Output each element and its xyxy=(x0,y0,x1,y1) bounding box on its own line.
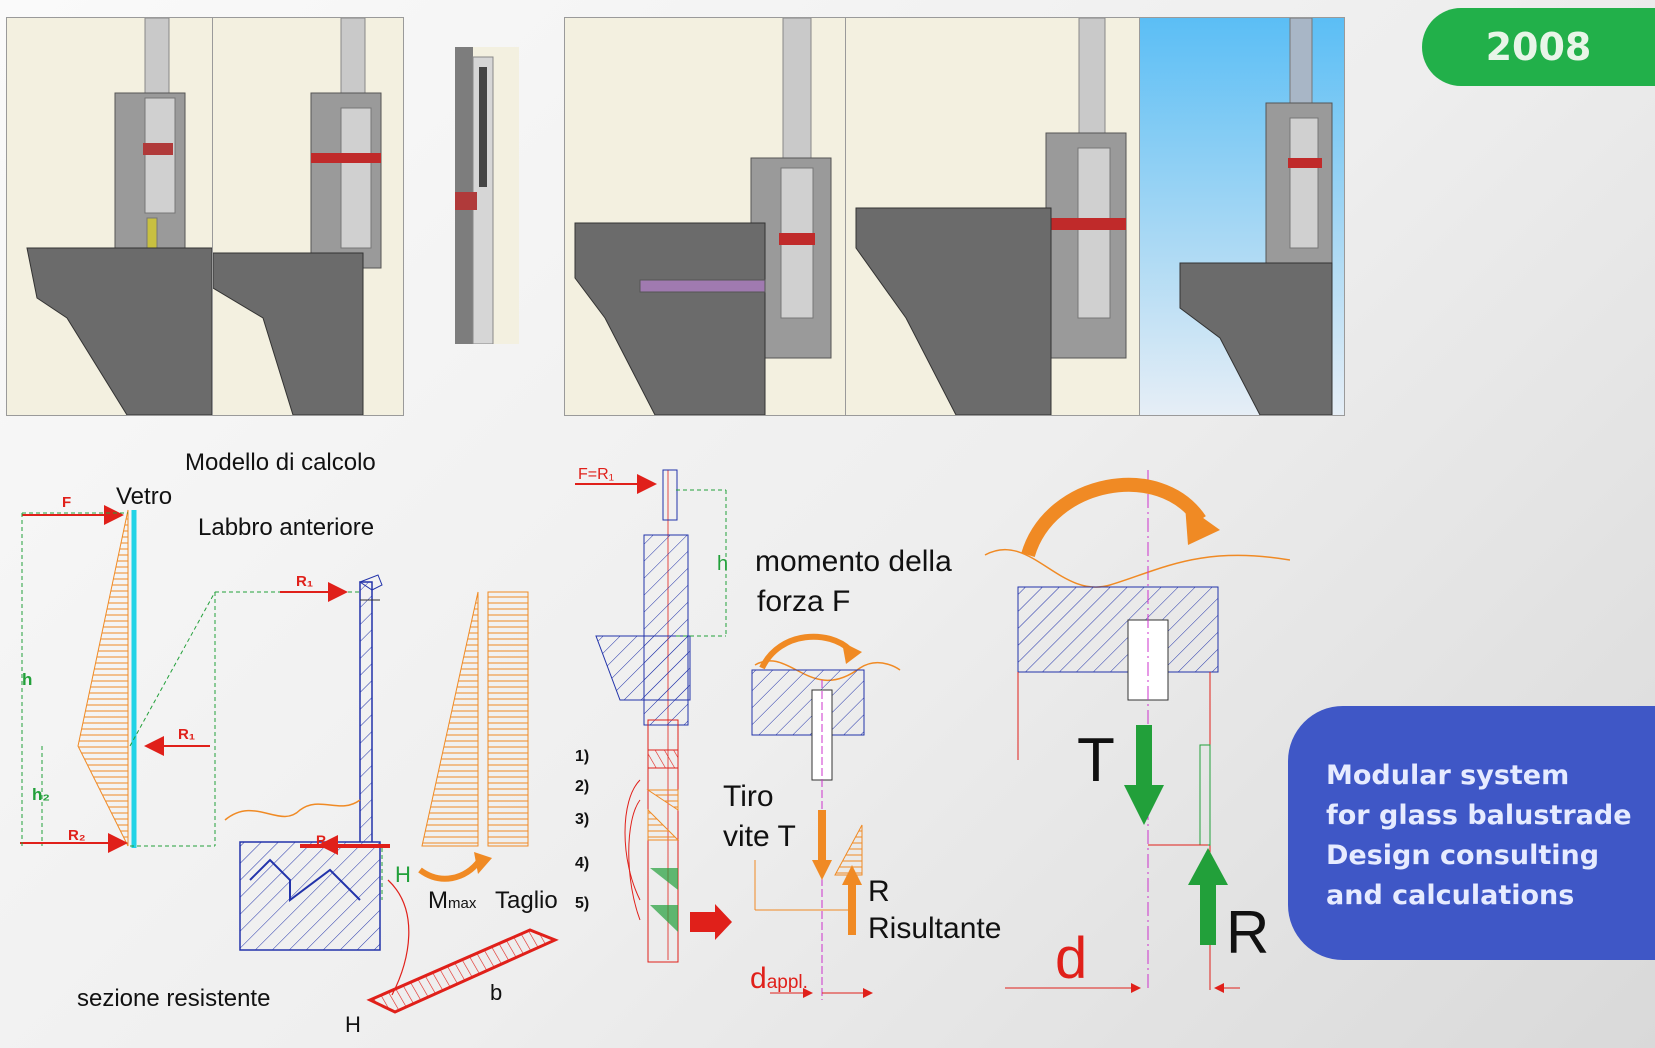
label-step-4: 4) xyxy=(575,855,590,872)
label-step-5: 5) xyxy=(575,895,590,912)
info-line-1: Modular system xyxy=(1326,760,1570,791)
label-b: b xyxy=(490,980,503,1005)
label-risultante: Risultante xyxy=(868,912,1002,945)
render-panel-5 xyxy=(845,17,1140,416)
label-labbro: Labbro anteriore xyxy=(198,514,375,541)
label-tiro-2: vite T xyxy=(723,820,796,853)
label-modello: Modello di calcolo xyxy=(185,449,376,476)
render-panel-4 xyxy=(564,17,846,416)
label-vetro: Vetro xyxy=(116,483,173,510)
label-f-r1: F=R₁ xyxy=(578,466,615,483)
info-line-3: Design consulting xyxy=(1326,840,1600,871)
label-step-3: 3) xyxy=(575,811,590,828)
calculation-diagram xyxy=(20,469,1290,1014)
label-taglio: Taglio xyxy=(495,887,558,914)
label-h-small: h xyxy=(717,553,729,575)
label-r2-b: R₂ xyxy=(316,832,333,848)
label-m: M xyxy=(428,887,448,914)
label-h: h xyxy=(22,670,33,689)
label-d-appl-main: d xyxy=(750,962,767,995)
render-panel-6 xyxy=(1139,17,1345,416)
render-panel-3 xyxy=(455,47,519,344)
render-panel-2 xyxy=(212,17,404,416)
label-step-2: 2) xyxy=(575,778,590,795)
info-line-2: for glass balustrade xyxy=(1326,800,1632,831)
label-sezione: sezione resistente xyxy=(77,985,271,1012)
label-d-big: d xyxy=(1055,926,1088,991)
label-max-sub: max xyxy=(448,895,477,912)
year-badge: 2008 xyxy=(1422,8,1655,86)
label-step-1: 1) xyxy=(575,748,590,765)
render-panel-1 xyxy=(6,17,213,416)
label-r1-b: R₁ xyxy=(178,726,196,743)
label-r1-a: R₁ xyxy=(296,573,314,590)
info-line-4: and calculations xyxy=(1326,880,1575,911)
label-h2: h₂ xyxy=(32,785,50,804)
label-d-appl-sub: appl. xyxy=(766,972,808,993)
label-h-upper: H xyxy=(395,862,411,887)
label-r-mid: R xyxy=(868,875,890,908)
label-momento-2: forza F xyxy=(757,585,851,618)
label-r2-a: R₂ xyxy=(68,827,86,844)
label-f: F xyxy=(62,494,72,511)
label-h-lower: H xyxy=(345,1012,361,1037)
label-r-big: R xyxy=(1226,899,1270,966)
label-mmax: Mmax xyxy=(428,887,476,915)
label-momento-1: momento della xyxy=(755,545,952,578)
info-box: Modular system for glass balustrade Desi… xyxy=(1288,706,1655,960)
label-t-big: T xyxy=(1077,726,1115,795)
label-d-appl: dappl. xyxy=(750,962,808,996)
label-tiro-1: Tiro xyxy=(723,780,774,813)
